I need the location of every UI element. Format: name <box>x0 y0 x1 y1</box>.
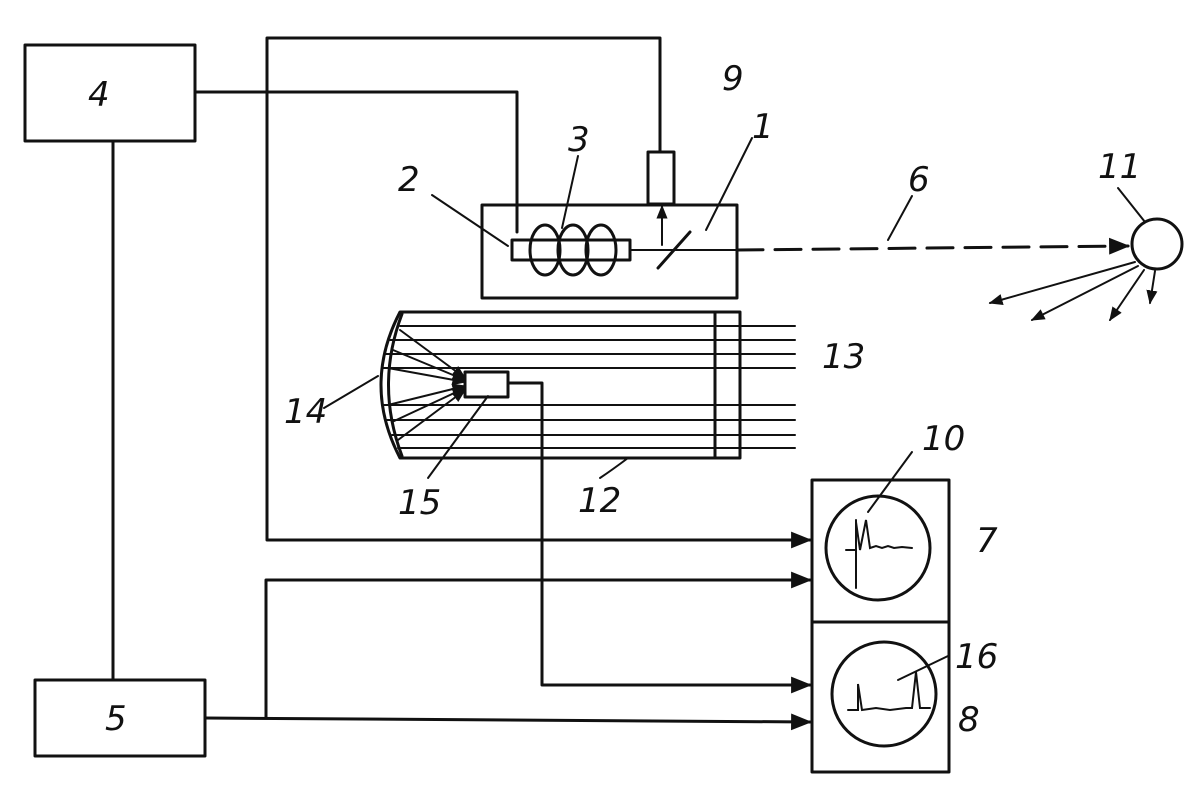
incoming-rays-13 <box>381 325 796 449</box>
label-3-leader <box>561 155 579 229</box>
receiver-telescope-12 <box>379 310 742 460</box>
scattered-rays <box>988 261 1158 322</box>
label-2-leader <box>431 194 509 247</box>
label-6: 6 <box>908 160 930 200</box>
laser-housing-1 <box>480 203 739 300</box>
label-14-leader <box>323 375 379 409</box>
label-9: 9 <box>722 59 744 99</box>
wire-15-to-scope-8 <box>506 381 813 694</box>
label-4: 4 <box>88 75 110 115</box>
scope-7-screen <box>824 494 932 602</box>
wire-4-to-rod <box>193 90 519 234</box>
label-10: 10 <box>922 419 966 459</box>
mirror-14 <box>387 312 404 458</box>
target-11 <box>1130 217 1184 271</box>
label-1-leader <box>705 137 753 231</box>
block-4 <box>23 43 197 143</box>
label-8: 8 <box>958 700 980 740</box>
label-14: 14 <box>284 392 328 432</box>
label-15: 15 <box>398 483 442 523</box>
oscilloscope-8 <box>810 620 951 774</box>
label-12-leader <box>599 457 629 479</box>
label-12: 12 <box>578 481 622 521</box>
label-11: 11 <box>1098 147 1142 187</box>
wire-9-to-scope-7 <box>265 36 813 549</box>
label-7: 7 <box>976 521 998 561</box>
label-2: 2 <box>398 160 420 200</box>
wire-5-to-scope-7 <box>264 571 813 720</box>
label-5: 5 <box>105 699 127 739</box>
label-3: 3 <box>568 120 590 160</box>
label-13: 13 <box>822 337 866 377</box>
label-1: 1 <box>752 107 774 147</box>
wire-5-to-scope-8 <box>203 713 813 731</box>
label-15-leader <box>427 395 489 479</box>
trace-16 <box>847 671 931 712</box>
label-16-leader <box>897 655 949 681</box>
scope-8-screen <box>830 640 938 748</box>
pump-coil-3 <box>528 223 618 277</box>
label-10-leader <box>867 451 913 513</box>
label-6-leader <box>887 195 913 241</box>
detector-15 <box>463 370 510 399</box>
label-11-leader <box>1117 187 1146 223</box>
label-16: 16 <box>955 637 999 677</box>
photodetector-9 <box>646 150 676 206</box>
focused-rays <box>387 329 467 441</box>
laser-beam-6 <box>735 237 1131 255</box>
